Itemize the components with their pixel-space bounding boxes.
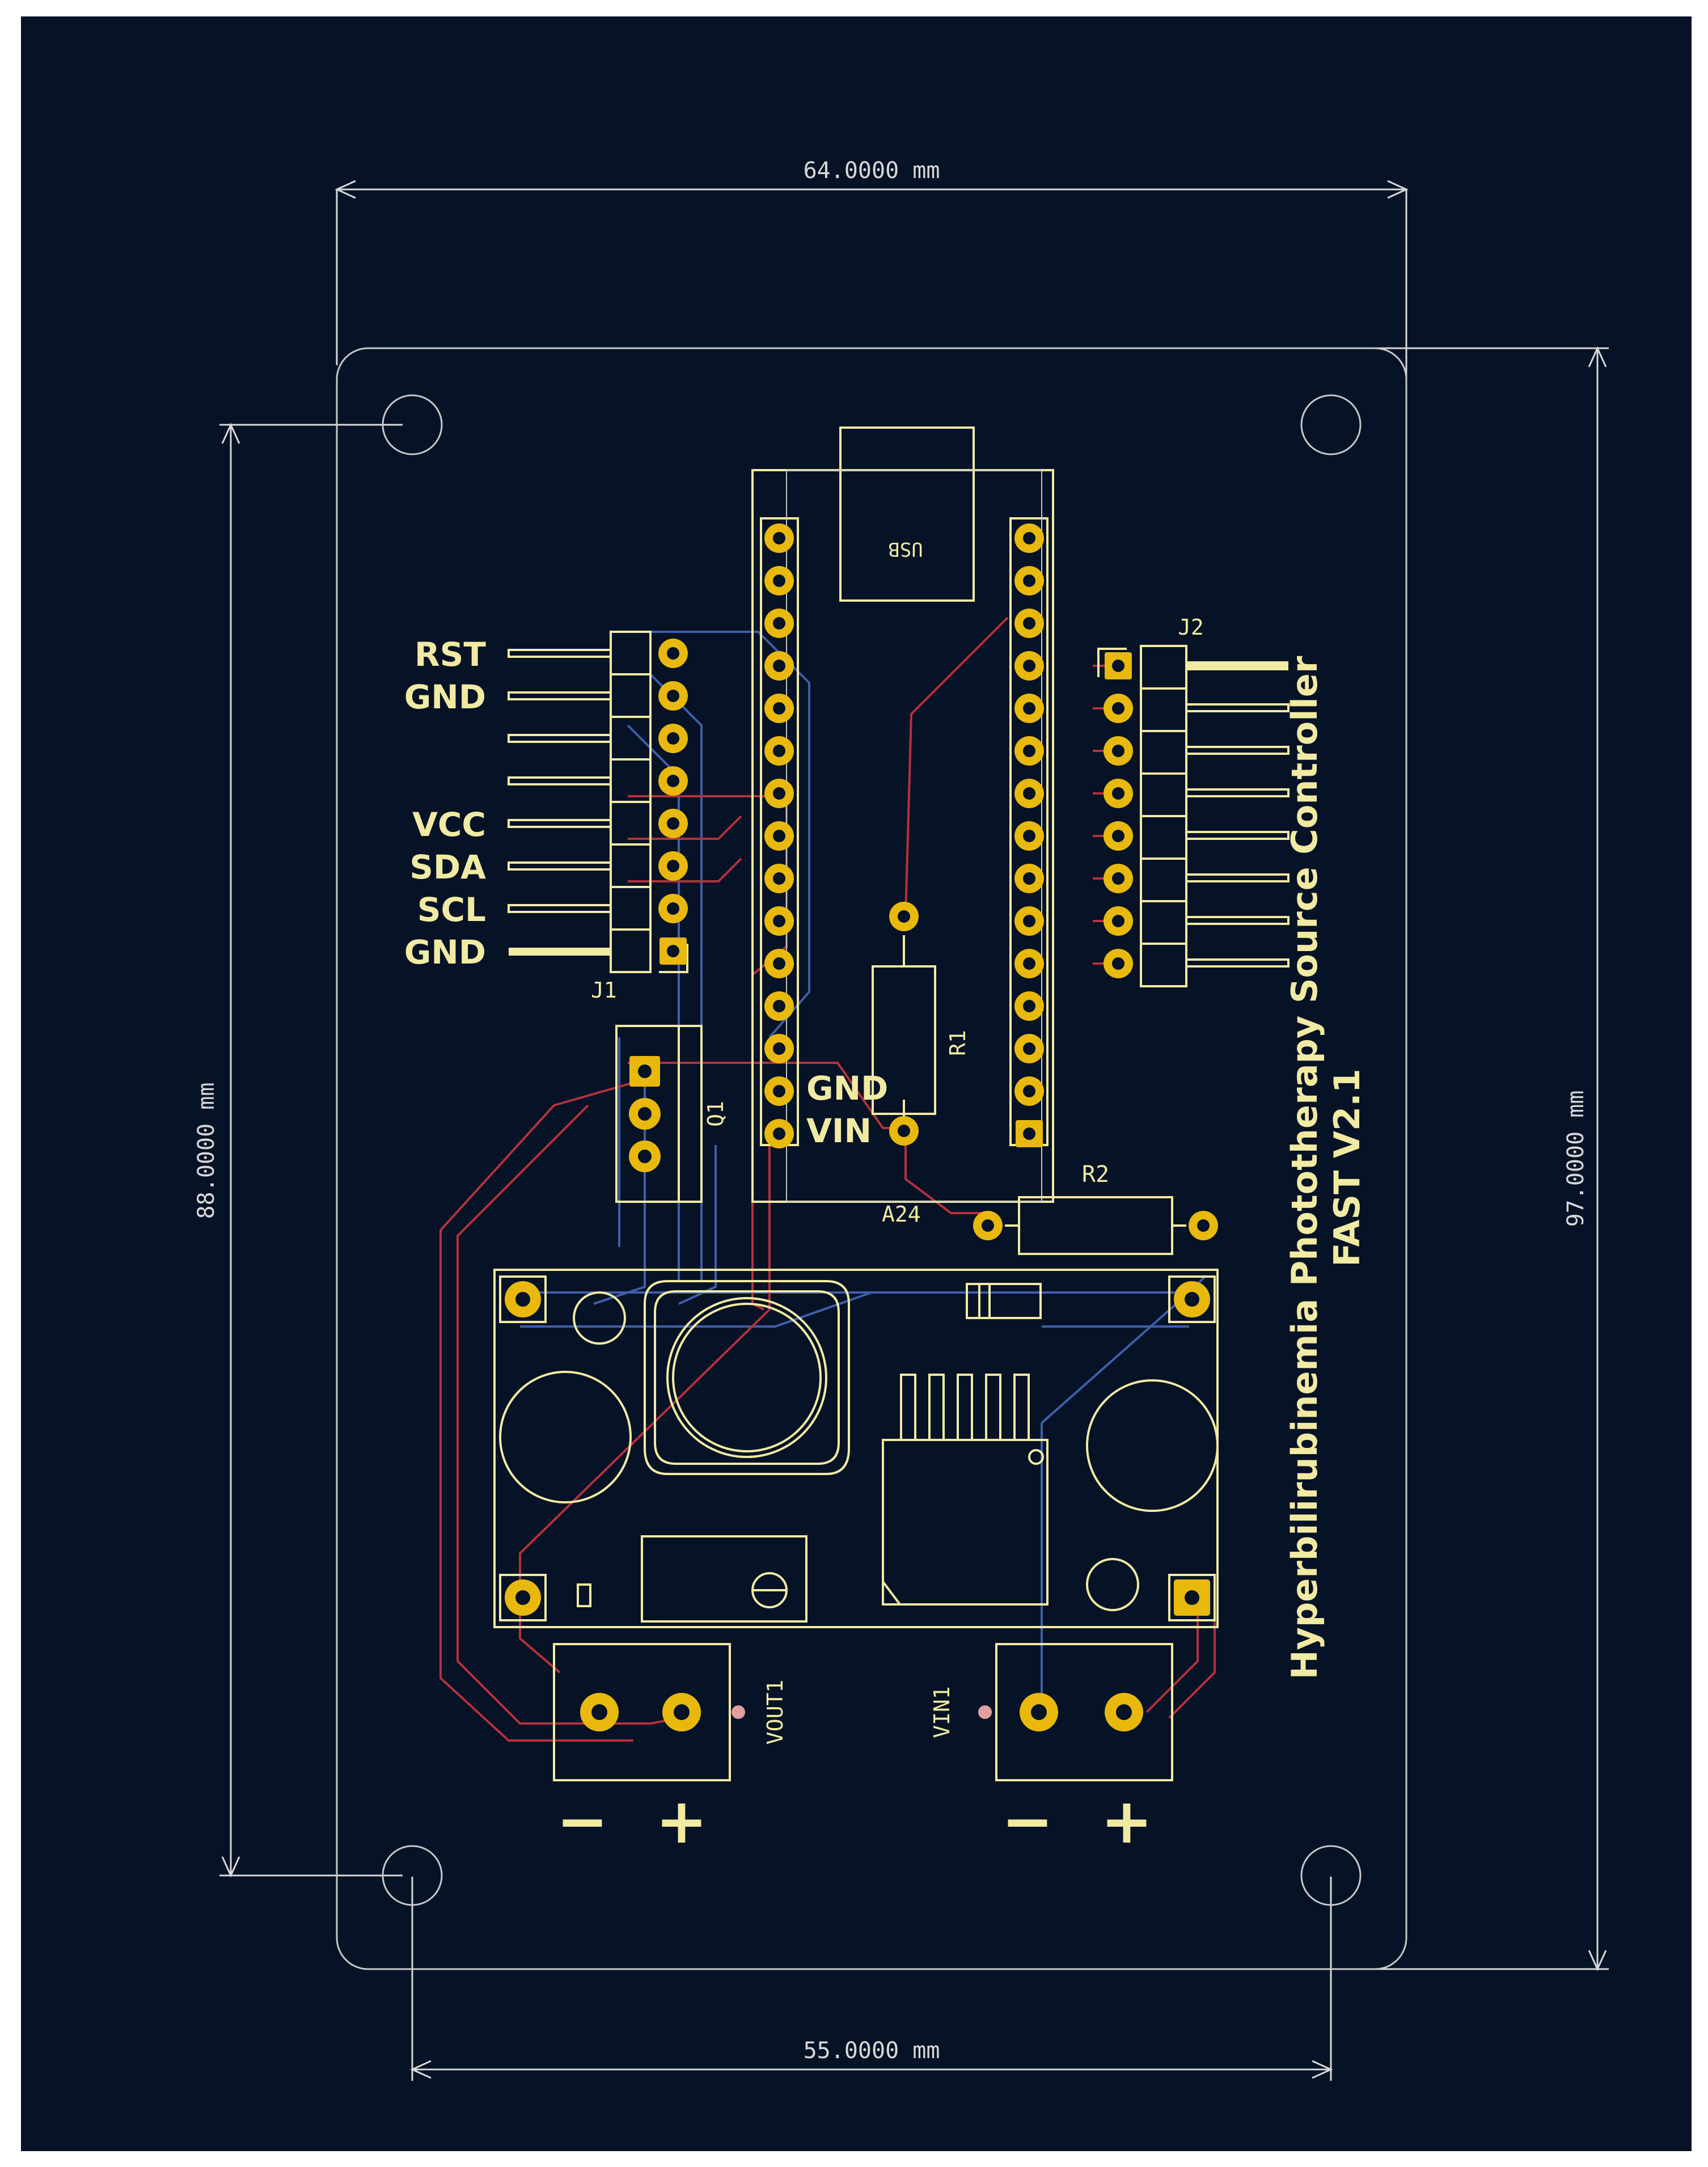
vout-minus-label: − <box>556 1785 608 1857</box>
dimension-label-width: 64.0000 mm <box>804 158 940 184</box>
mcu-pads-left <box>764 523 794 1148</box>
mounting-hole <box>1300 1845 1362 1906</box>
dimension-label-holes-vertical: 88.0000 mm <box>193 1083 219 1219</box>
mounting-hole <box>382 1845 443 1906</box>
dimension-left: 88.0000 mm <box>193 423 403 1878</box>
board-title-line1: Hyperbilirubinemia Phototherapy Source C… <box>1284 656 1325 1679</box>
vout1-terminal[interactable]: VOUT1 − + <box>553 1643 788 1857</box>
dimension-bottom: 55.0000 mm <box>410 1877 1333 2081</box>
vin-plus-label: + <box>1101 1785 1153 1857</box>
j2-ref: J2 <box>1178 615 1204 640</box>
vout1-ref: VOUT1 <box>763 1680 788 1744</box>
mcu-pads-right <box>1014 523 1044 1147</box>
vin-minus-label: − <box>1001 1785 1054 1857</box>
j1-label-gnd: GND <box>404 678 486 716</box>
board-outline <box>336 347 1407 1970</box>
q1-transistor[interactable]: Q1 <box>615 1025 728 1203</box>
vin1-ref: VIN1 <box>929 1686 954 1738</box>
vin1-terminal[interactable]: VIN1 − + <box>929 1643 1173 1857</box>
j1-pin-labels: RST GND VCC SDA SCL GND <box>404 635 487 971</box>
r2-resistor[interactable]: R2 <box>973 1161 1218 1255</box>
j1-label-sda: SDA <box>409 848 486 886</box>
a24-label: A24 <box>882 1202 921 1227</box>
dimension-top: 64.0000 mm <box>335 158 1409 436</box>
r1-resistor[interactable]: R1 <box>872 902 970 1146</box>
j2-pads <box>1104 652 1133 978</box>
pcb-viewer[interactable]: 64.0000 mm 97.0000 mm 88.0000 mm 55.0000… <box>21 16 1692 2151</box>
j1-pads <box>658 639 688 965</box>
r1-ref: R1 <box>945 1030 970 1056</box>
dimension-label-height: 97.0000 mm <box>1563 1091 1589 1227</box>
j1-header[interactable]: J1 <box>508 631 688 1003</box>
buck-converter-module[interactable] <box>493 1269 1219 1628</box>
dimension-label-holes-horizontal: 55.0000 mm <box>804 2038 940 2064</box>
j1-label-rst: RST <box>415 635 486 674</box>
usb-connector <box>839 426 975 602</box>
j2-header[interactable]: J2 <box>1097 615 1290 987</box>
usb-label: USB <box>888 538 923 560</box>
j1-label-gnd2: GND <box>404 933 486 971</box>
pcb-canvas: 64.0000 mm 97.0000 mm 88.0000 mm 55.0000… <box>193 158 1609 2081</box>
vout-plus-label: + <box>656 1785 708 1857</box>
board-title-line2: FAST V2.1 <box>1326 1068 1368 1267</box>
mounting-holes <box>382 394 1362 1906</box>
q1-ref: Q1 <box>703 1101 728 1127</box>
mounting-hole <box>382 394 443 455</box>
j1-ref: J1 <box>591 978 617 1003</box>
r2-ref: R2 <box>1082 1161 1109 1188</box>
gnd-label: GND <box>806 1069 888 1108</box>
j1-label-vcc: VCC <box>412 805 486 844</box>
j1-label-scl: SCL <box>417 890 486 929</box>
mounting-hole <box>1300 394 1362 455</box>
vin-label: VIN <box>806 1112 872 1150</box>
board-title: Hyperbilirubinemia Phototherapy Source C… <box>1284 656 1368 1679</box>
